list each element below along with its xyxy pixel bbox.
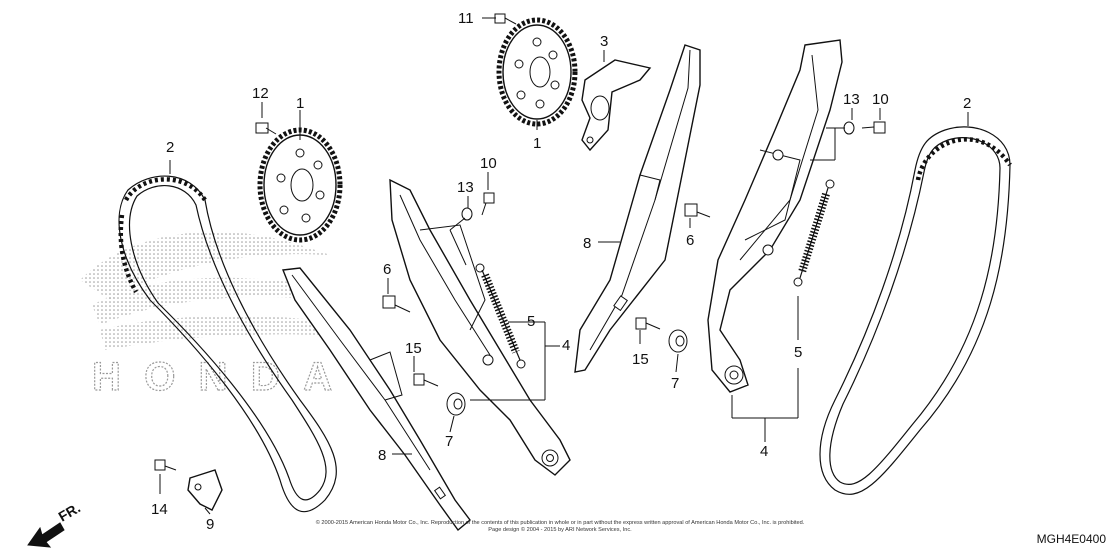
- callout-1-top: 1: [533, 135, 541, 152]
- cam-chain-guide-lower: [282, 267, 471, 532]
- bolt-15-left: [413, 373, 439, 387]
- bracket-9: [187, 469, 223, 511]
- callout-12: 12: [252, 85, 269, 102]
- cam-chain-right: [819, 126, 1012, 495]
- callout-13-right: 13: [843, 91, 860, 108]
- callout-8-lower: 8: [378, 447, 386, 464]
- callout-1-left: 1: [296, 95, 304, 112]
- cam-chain-tensioner-right: [707, 39, 843, 393]
- bolt-10-left: [481, 192, 495, 216]
- callout-10-left: 10: [480, 155, 497, 172]
- cam-sprocket-left: [257, 127, 343, 243]
- callout-14: 14: [151, 501, 168, 518]
- copyright-notice: © 2000-2015 American Honda Motor Co., In…: [300, 520, 820, 534]
- cam-chain-left: [118, 175, 337, 513]
- watermark-text: HONDA: [92, 355, 332, 399]
- tensioner-spring-right: [793, 179, 835, 287]
- callout-2-right: 2: [963, 95, 971, 112]
- washer-13-right: [843, 121, 855, 135]
- bolt-10-right: [861, 121, 886, 134]
- callout-11: 11: [458, 10, 474, 27]
- cam-chain-guide-top: [574, 44, 701, 373]
- callout-8-top: 8: [583, 235, 591, 252]
- callout-5-right: 5: [794, 344, 802, 361]
- washer-13-left: [461, 207, 473, 221]
- callout-15-left: 15: [405, 340, 422, 357]
- bolt-11: [494, 13, 517, 25]
- callout-6-right: 6: [686, 232, 694, 249]
- front-direction-label: FR.: [56, 499, 84, 524]
- collar-7-right: [668, 329, 688, 353]
- callout-6-left: 6: [383, 261, 391, 278]
- bolt-15-right: [635, 317, 661, 330]
- collar-7-left: [446, 392, 466, 416]
- chain-guide-plate: [581, 59, 652, 152]
- copyright-line-1: © 2000-2015 American Honda Motor Co., In…: [315, 520, 805, 526]
- diagram-code: MGH4E0400: [1036, 532, 1106, 546]
- bolt-14: [154, 459, 177, 471]
- callout-10-right: 10: [872, 91, 889, 108]
- callout-5-left: 5: [527, 313, 535, 330]
- callout-9: 9: [206, 516, 214, 533]
- copyright-line-2: Page design © 2004 - 2015 by ARI Network…: [488, 527, 632, 533]
- callout-3: 3: [600, 33, 608, 50]
- callout-2-left: 2: [166, 139, 174, 156]
- leader-lines: [159, 17, 969, 515]
- callout-7-left: 7: [445, 433, 453, 450]
- tensioner-spring-left: [475, 263, 526, 369]
- bolt-12: [255, 122, 277, 135]
- cam-sprocket-top: [496, 17, 578, 127]
- cam-chain-tensioner-left: [389, 178, 571, 476]
- callout-4-right: 4: [760, 443, 768, 460]
- callout-4-left: 4: [562, 337, 570, 354]
- front-direction-arrow: FR.: [27, 499, 84, 548]
- bolt-6-right: [684, 203, 711, 218]
- callout-13-left: 13: [457, 179, 474, 196]
- honda-wing-watermark: HONDA: [80, 231, 333, 400]
- bolt-6-left: [382, 295, 411, 313]
- callout-15-right: 15: [632, 351, 649, 368]
- callout-7-right: 7: [671, 375, 679, 392]
- callout-numbers: 1 1 2 2 3 4 4 5 5 6 6 7 7 8 8 9 10 10 11…: [151, 10, 971, 533]
